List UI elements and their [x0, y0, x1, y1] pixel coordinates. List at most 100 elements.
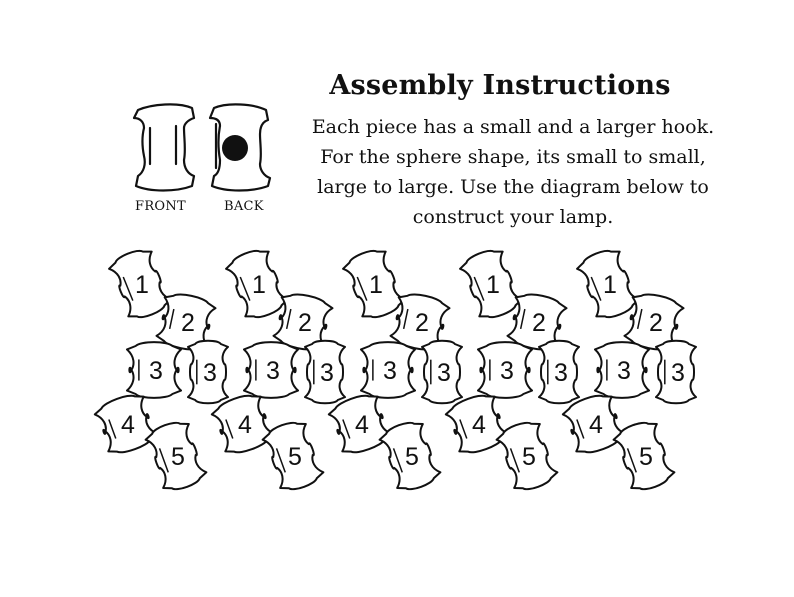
piece-number: 3 [437, 359, 451, 387]
lamp-piece: 5 [144, 421, 208, 491]
piece-outline [655, 339, 697, 405]
piece-number: 3 [671, 359, 685, 387]
piece-number: 1 [369, 271, 383, 299]
piece-hook-line [356, 276, 368, 301]
piece-outline [225, 249, 289, 319]
piece-number: 3 [383, 357, 397, 385]
lamp-piece: 2 [506, 293, 568, 351]
piece-number: 5 [639, 443, 653, 471]
instruction-line: Each piece has a small and a larger hook… [311, 116, 715, 138]
lamp-piece: 5 [612, 421, 676, 491]
lamp-piece: 3 [421, 339, 463, 405]
piece-outline [594, 341, 650, 399]
lamp-piece: 3 [304, 339, 346, 405]
piece-hook-line [519, 308, 526, 330]
piece-outline [477, 341, 533, 399]
piece-number: 2 [532, 309, 546, 337]
lamp-piece: 2 [155, 293, 217, 351]
instruction-line: construct your lamp. [412, 206, 614, 228]
piece-outline [421, 339, 463, 405]
piece-outline [126, 341, 182, 399]
piece-number: 5 [522, 443, 536, 471]
piece-hook-line [402, 308, 409, 330]
lamp-piece: 1 [342, 249, 406, 319]
piece-number: 3 [617, 357, 631, 385]
piece-outline [342, 249, 406, 319]
piece-number: 3 [500, 357, 514, 385]
lamp-piece: 3 [538, 339, 580, 405]
piece-number: 3 [320, 359, 334, 387]
piece-outline [538, 339, 580, 405]
lamp-piece: 5 [378, 421, 442, 491]
piece-number: 1 [603, 271, 617, 299]
lamp-piece: 3 [594, 341, 650, 399]
piece-outline [378, 421, 442, 491]
piece-number: 2 [415, 309, 429, 337]
piece-outline [304, 339, 346, 405]
back-label: BACK [224, 199, 264, 214]
piece-hook-line [626, 448, 637, 473]
lamp-piece: 1 [459, 249, 523, 319]
piece-outline [459, 249, 523, 319]
piece-hook-line [122, 276, 134, 301]
piece-number: 4 [355, 411, 369, 439]
lamp-piece: 5 [261, 421, 325, 491]
piece-number: 4 [472, 411, 486, 439]
piece-outline [612, 421, 676, 491]
front-label: FRONT [135, 199, 187, 214]
piece-hook-line [509, 448, 520, 473]
piece-hook-line [636, 308, 643, 330]
piece-outline [144, 421, 208, 491]
lamp-piece: 5 [495, 421, 559, 491]
piece-number: 3 [149, 357, 163, 385]
piece-number: 5 [288, 443, 302, 471]
piece-hook-line [392, 448, 403, 473]
lamp-piece: 4 [561, 394, 627, 454]
lamp-piece: 4 [327, 394, 393, 454]
lamp-piece: 4 [93, 394, 159, 454]
piece-hook-line [576, 419, 585, 439]
piece-outline [495, 421, 559, 491]
lamp-piece: 1 [576, 249, 640, 319]
lamp-piece: 3 [126, 341, 182, 399]
piece-hook-line [342, 419, 351, 439]
back-dot-icon [222, 135, 248, 161]
lamp-piece: 3 [477, 341, 533, 399]
piece-outline [108, 249, 172, 319]
piece-number: 2 [649, 309, 663, 337]
lamp-piece: 4 [444, 394, 510, 454]
page-title: Assembly Instructions [329, 70, 671, 101]
piece-outline [187, 339, 229, 405]
piece-number: 5 [171, 443, 185, 471]
piece-hook-line [285, 308, 292, 330]
instruction-line: large to large. Use the diagram below to [317, 176, 709, 198]
instructions-text: Each piece has a small and a larger hook… [276, 112, 750, 232]
lamp-piece: 3 [243, 341, 299, 399]
piece-outline [576, 249, 640, 319]
piece-outline [360, 341, 416, 399]
lamp-piece: 3 [360, 341, 416, 399]
piece-hook-line [590, 276, 602, 301]
piece-number: 2 [298, 309, 312, 337]
piece-number: 4 [238, 411, 252, 439]
piece-outline [243, 341, 299, 399]
piece-number: 3 [266, 357, 280, 385]
piece-number: 3 [203, 359, 217, 387]
piece-hook-line [275, 448, 286, 473]
piece-outline [261, 421, 325, 491]
piece-number: 4 [121, 411, 135, 439]
piece-hook-line [168, 308, 175, 330]
piece-number: 3 [554, 359, 568, 387]
lamp-piece: 3 [187, 339, 229, 405]
piece-hook-line [225, 419, 234, 439]
piece-number: 2 [181, 309, 195, 337]
piece-hook-line [473, 276, 485, 301]
piece-number: 4 [589, 411, 603, 439]
piece-number: 1 [486, 271, 500, 299]
